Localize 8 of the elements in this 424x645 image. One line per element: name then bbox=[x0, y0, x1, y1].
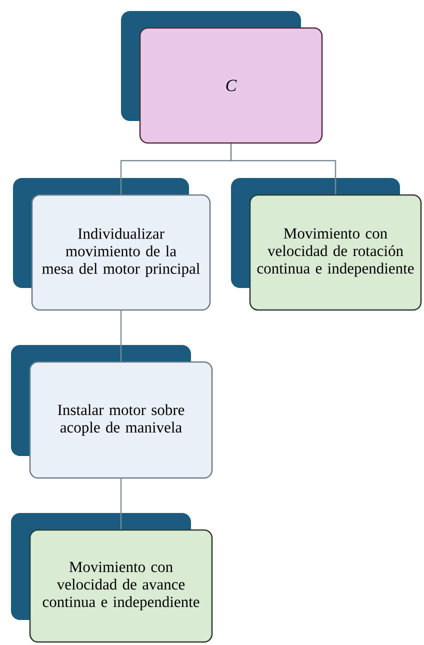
process-box: Movimiento con velocidad de avance continua e independiente bbox=[11, 513, 213, 643]
connector-line bbox=[230, 144, 336, 194]
process-box: Instalar motor sobre acople de manivela bbox=[11, 345, 213, 479]
process-box: Movimiento con velocidad de rotación continua e independiente bbox=[231, 178, 422, 311]
connector-line bbox=[120, 478, 122, 530]
process-box: C bbox=[121, 11, 323, 144]
process-box: Individualizar movimiento de la mesa del motor principal bbox=[13, 178, 211, 311]
connector-line bbox=[120, 310, 122, 362]
